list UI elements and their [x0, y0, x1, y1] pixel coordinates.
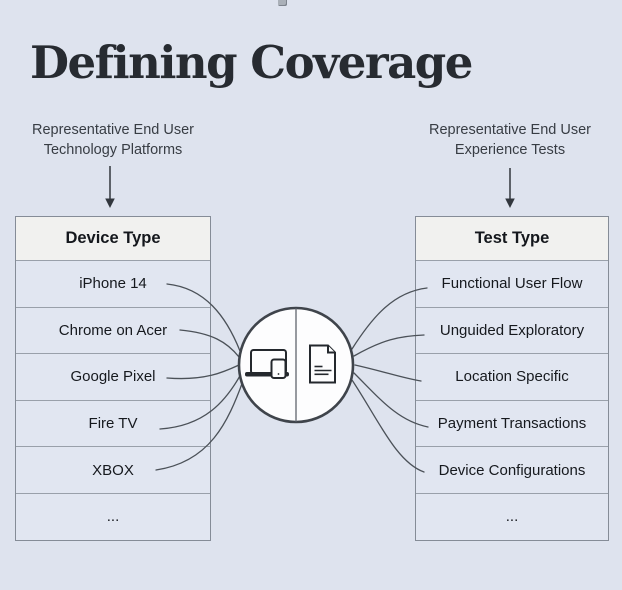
table-row: Location Specific [416, 354, 608, 401]
left-annotation-line2: Technology Platforms [43, 142, 183, 158]
connector-line [351, 379, 425, 473]
right-annotation: Representative End User Experience Tests [410, 120, 610, 160]
table-row: Payment Transactions [416, 401, 608, 448]
table-row: Device Configurations [416, 447, 608, 494]
device-type-table: Device Type iPhone 14 Chrome on Acer Goo… [15, 216, 211, 541]
table-row: Google Pixel [16, 354, 210, 401]
test-type-table: Test Type Functional User Flow Unguided … [415, 216, 609, 541]
center-circle [237, 306, 355, 424]
right-annotation-line2: Experience Tests [454, 142, 566, 158]
table-row: XBOX [16, 447, 210, 494]
table-row: Chrome on Acer [16, 308, 210, 355]
table-row: iPhone 14 [16, 261, 210, 308]
devices-icon [245, 349, 289, 379]
device-type-header: Device Type [16, 217, 210, 261]
connector-line [353, 334, 425, 357]
left-down-arrow [105, 166, 115, 208]
table-row: Unguided Exploratory [416, 308, 608, 355]
document-icon [309, 344, 336, 384]
left-annotation-line1: Representative End User [32, 122, 194, 138]
left-annotation: Representative End User Technology Platf… [13, 120, 213, 160]
cursor-artifact [278, 0, 287, 6]
right-down-arrow [505, 168, 515, 208]
page-title: Defining Coverage [30, 36, 473, 89]
table-row: Fire TV [16, 401, 210, 448]
right-annotation-line1: Representative End User [429, 122, 591, 138]
test-type-header: Test Type [416, 217, 608, 261]
table-row-ellipsis: ... [106, 508, 120, 526]
table-row: Functional User Flow [416, 261, 608, 308]
connector-line [354, 364, 422, 382]
table-row-ellipsis: ... [505, 508, 519, 526]
